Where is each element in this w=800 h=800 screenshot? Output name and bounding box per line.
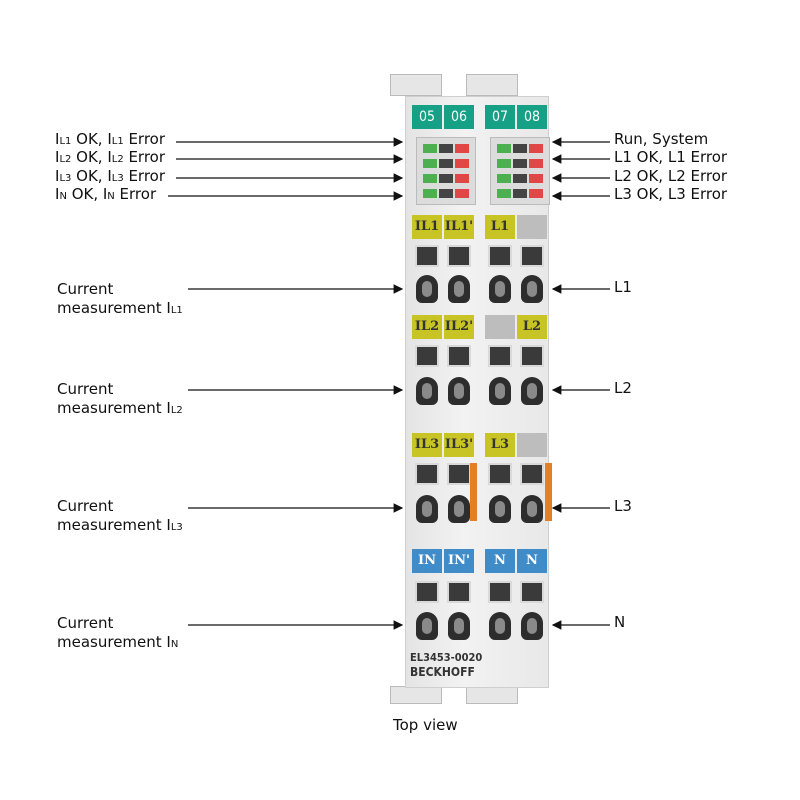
spring-release[interactable] bbox=[488, 245, 512, 267]
top-clip-right bbox=[466, 74, 518, 96]
label-il1-status: IL1 OK, IL1 Error bbox=[55, 130, 166, 148]
wire-entry[interactable] bbox=[521, 275, 543, 303]
terminal-tag-blank bbox=[517, 215, 547, 239]
orange-bridge bbox=[470, 463, 477, 521]
spring-release[interactable] bbox=[415, 463, 439, 485]
wire-entry[interactable] bbox=[521, 377, 543, 405]
wire-entry[interactable] bbox=[448, 275, 470, 303]
label-l3-status: L3 OK, L3 Error bbox=[614, 185, 728, 203]
spring-release[interactable] bbox=[447, 463, 471, 485]
terminal-tag: N bbox=[517, 549, 547, 573]
spring-release[interactable] bbox=[520, 581, 544, 603]
label-current-in: Current measurement IN bbox=[57, 614, 179, 651]
spring-release[interactable] bbox=[447, 245, 471, 267]
label-in-status: IN OK, IN Error bbox=[55, 185, 157, 203]
spring-release[interactable] bbox=[415, 581, 439, 603]
terminal-tag-blank bbox=[485, 315, 515, 339]
terminal-tag: N bbox=[485, 549, 515, 573]
wire-entry[interactable] bbox=[448, 495, 470, 523]
top-clip-left bbox=[390, 74, 442, 96]
label-phase-l3: L3 bbox=[614, 497, 632, 515]
brand-logo: BECKHOFF bbox=[410, 665, 475, 679]
spring-release[interactable] bbox=[520, 245, 544, 267]
terminal-tag: L1 bbox=[485, 215, 515, 239]
terminal-tag: L3 bbox=[485, 433, 515, 457]
wire-entry[interactable] bbox=[489, 495, 511, 523]
terminal-tag: IN' bbox=[444, 549, 474, 573]
wire-entry[interactable] bbox=[448, 612, 470, 640]
label-il2-status: IL2 OK, IL2 Error bbox=[55, 148, 166, 166]
bottom-clip-left bbox=[390, 686, 442, 704]
spring-release[interactable] bbox=[488, 463, 512, 485]
led-block-left bbox=[416, 137, 476, 205]
wire-entry[interactable] bbox=[448, 377, 470, 405]
terminal-tag: IL2 bbox=[412, 315, 442, 339]
terminal-tag: IL2' bbox=[444, 315, 474, 339]
spring-release[interactable] bbox=[520, 463, 544, 485]
label-run-system: Run, System bbox=[614, 130, 709, 148]
terminal-module: 05 06 07 08 IL1 IL1' L1 IL2 IL2' L2 IL3 … bbox=[405, 96, 552, 688]
label-current-il2: Current measurement IL2 bbox=[57, 380, 183, 417]
terminal-tag: IL1 bbox=[412, 215, 442, 239]
label-current-il3: Current measurement IL3 bbox=[57, 497, 183, 534]
channel-number: 05 bbox=[412, 105, 442, 129]
label-l1-status: L1 OK, L1 Error bbox=[614, 148, 728, 166]
spring-release[interactable] bbox=[447, 581, 471, 603]
label-phase-l1: L1 bbox=[614, 278, 632, 296]
orange-bridge bbox=[545, 463, 552, 521]
spring-release[interactable] bbox=[488, 345, 512, 367]
terminal-tag: IL3' bbox=[444, 433, 474, 457]
spring-release[interactable] bbox=[520, 345, 544, 367]
spring-release[interactable] bbox=[447, 345, 471, 367]
terminal-tag: IL3 bbox=[412, 433, 442, 457]
wire-entry[interactable] bbox=[416, 495, 438, 523]
wire-entry[interactable] bbox=[489, 612, 511, 640]
label-phase-n: N bbox=[614, 613, 626, 631]
led-block-right bbox=[490, 137, 550, 205]
terminal-tag: L2 bbox=[517, 315, 547, 339]
channel-number: 08 bbox=[517, 105, 547, 129]
model-number: EL3453-0020 bbox=[410, 651, 483, 664]
spring-release[interactable] bbox=[488, 581, 512, 603]
wire-entry[interactable] bbox=[416, 612, 438, 640]
terminal-tag: IL1' bbox=[444, 215, 474, 239]
wire-entry[interactable] bbox=[489, 275, 511, 303]
label-il3-status: IL3 OK, IL3 Error bbox=[55, 167, 166, 185]
wire-entry[interactable] bbox=[521, 612, 543, 640]
wire-entry[interactable] bbox=[416, 275, 438, 303]
label-l2-status: L2 OK, L2 Error bbox=[614, 167, 728, 185]
caption: Top view bbox=[393, 716, 458, 734]
wire-entry[interactable] bbox=[416, 377, 438, 405]
terminal-tag-blank bbox=[517, 433, 547, 457]
wire-entry[interactable] bbox=[489, 377, 511, 405]
wire-entry[interactable] bbox=[521, 495, 543, 523]
spring-release[interactable] bbox=[415, 245, 439, 267]
terminal-tag: IN bbox=[412, 549, 442, 573]
spring-release[interactable] bbox=[415, 345, 439, 367]
label-phase-l2: L2 bbox=[614, 379, 632, 397]
label-current-il1: Current measurement IL1 bbox=[57, 280, 183, 317]
channel-number: 07 bbox=[485, 105, 515, 129]
bottom-clip-right bbox=[466, 686, 518, 704]
channel-number: 06 bbox=[444, 105, 474, 129]
